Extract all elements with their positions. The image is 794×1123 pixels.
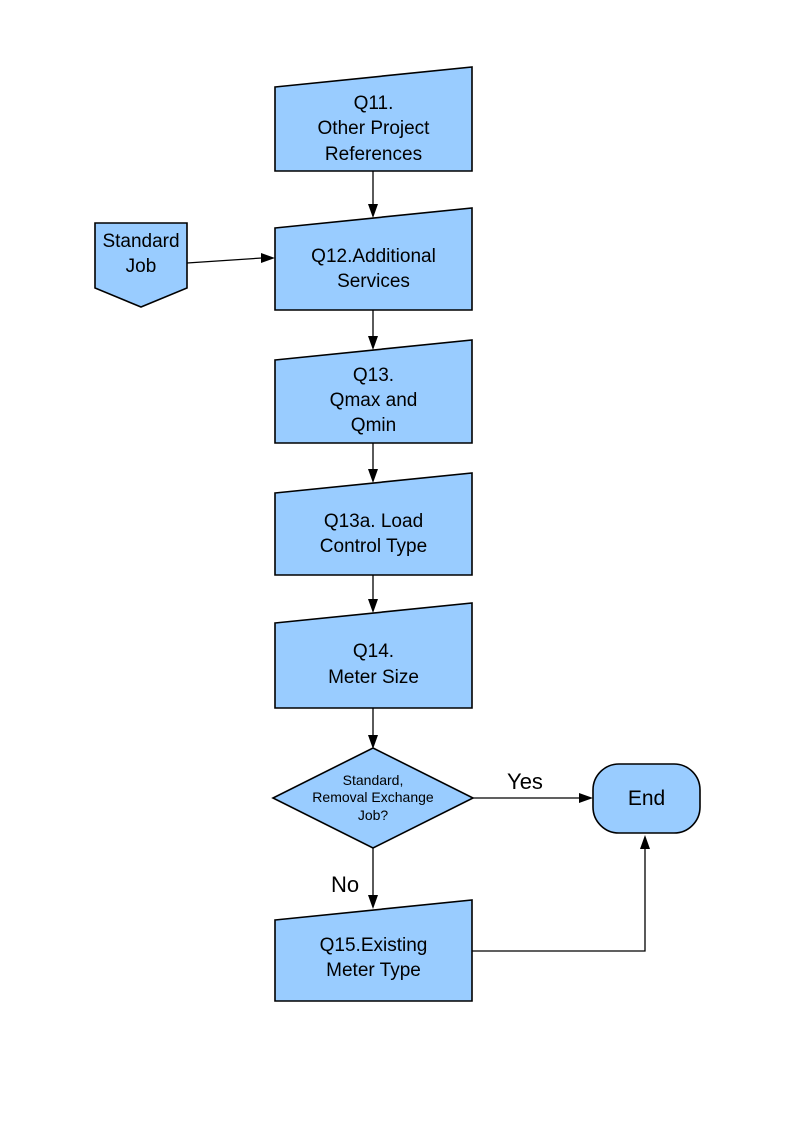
node-q11-shape [274,66,473,172]
node-q13a-shape [274,472,473,576]
node-q14-shape [274,602,473,709]
node-standard-job-shape [94,222,188,308]
node-q13-shape [274,339,473,444]
arrow-up-icon [640,835,650,849]
edge-standardjob-to-q12 [186,257,263,264]
arrow-down-icon [368,336,378,350]
arrow-right-icon [579,793,593,803]
arrow-down-icon [368,735,378,749]
arrow-down-icon [368,469,378,483]
node-q12-shape [274,207,473,311]
node-q15-shape [274,899,473,1002]
arrow-down-icon [368,204,378,218]
arrow-down-icon [368,599,378,613]
edge-q15-to-end [472,849,646,952]
node-end-shape [592,763,701,834]
arrow-right-icon [261,253,275,263]
arrow-down-icon [368,895,378,909]
node-decision-shape [271,747,475,849]
